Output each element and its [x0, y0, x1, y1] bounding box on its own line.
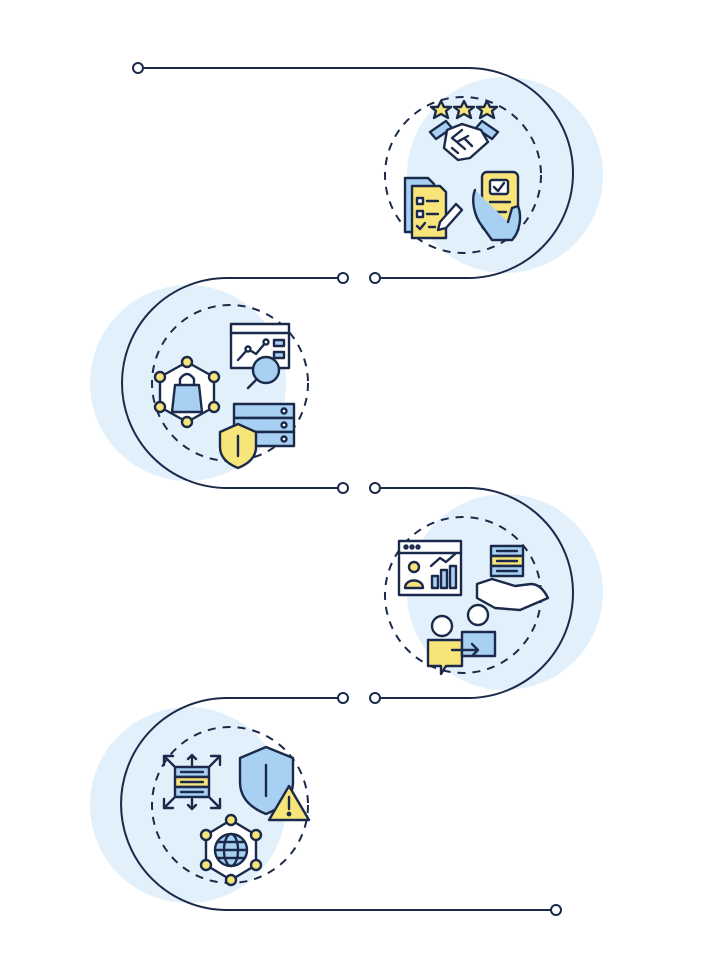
- node-1a: [337, 272, 349, 284]
- shield-icon: [218, 422, 258, 470]
- users-chat-icon: [426, 603, 497, 676]
- segment-2: [121, 277, 339, 489]
- node-3a: [337, 692, 349, 704]
- segment-4: [120, 697, 552, 911]
- node-3b: [369, 692, 381, 704]
- chart-magnifier-icon: [229, 322, 291, 390]
- star-icon: [429, 99, 499, 120]
- node-2a: [337, 482, 349, 494]
- start-node: [132, 62, 144, 74]
- global-network-icon: [199, 813, 263, 887]
- checklist-document-icon: [403, 176, 464, 240]
- analytics-dashboard-icon: [397, 539, 463, 597]
- step-4-icons: [162, 745, 311, 887]
- network-shopping-bag-icon: [153, 355, 221, 429]
- segment-top: [142, 67, 574, 279]
- step-3-icons: [397, 539, 550, 676]
- segment-3: [379, 487, 574, 699]
- timeline-path: [120, 62, 574, 916]
- step-1-icons: [403, 99, 522, 242]
- node-2b: [369, 482, 381, 494]
- phone-checklist-icon: [472, 170, 522, 242]
- handshake-icon: [428, 119, 500, 162]
- server-expand-icon: [162, 753, 222, 811]
- step-2-icons: [153, 322, 296, 470]
- step-1-ring: [384, 96, 542, 254]
- server-on-hand-icon: [475, 544, 550, 612]
- end-node: [550, 904, 562, 916]
- node-1b: [369, 272, 381, 284]
- shield-warning-icon: [238, 745, 311, 822]
